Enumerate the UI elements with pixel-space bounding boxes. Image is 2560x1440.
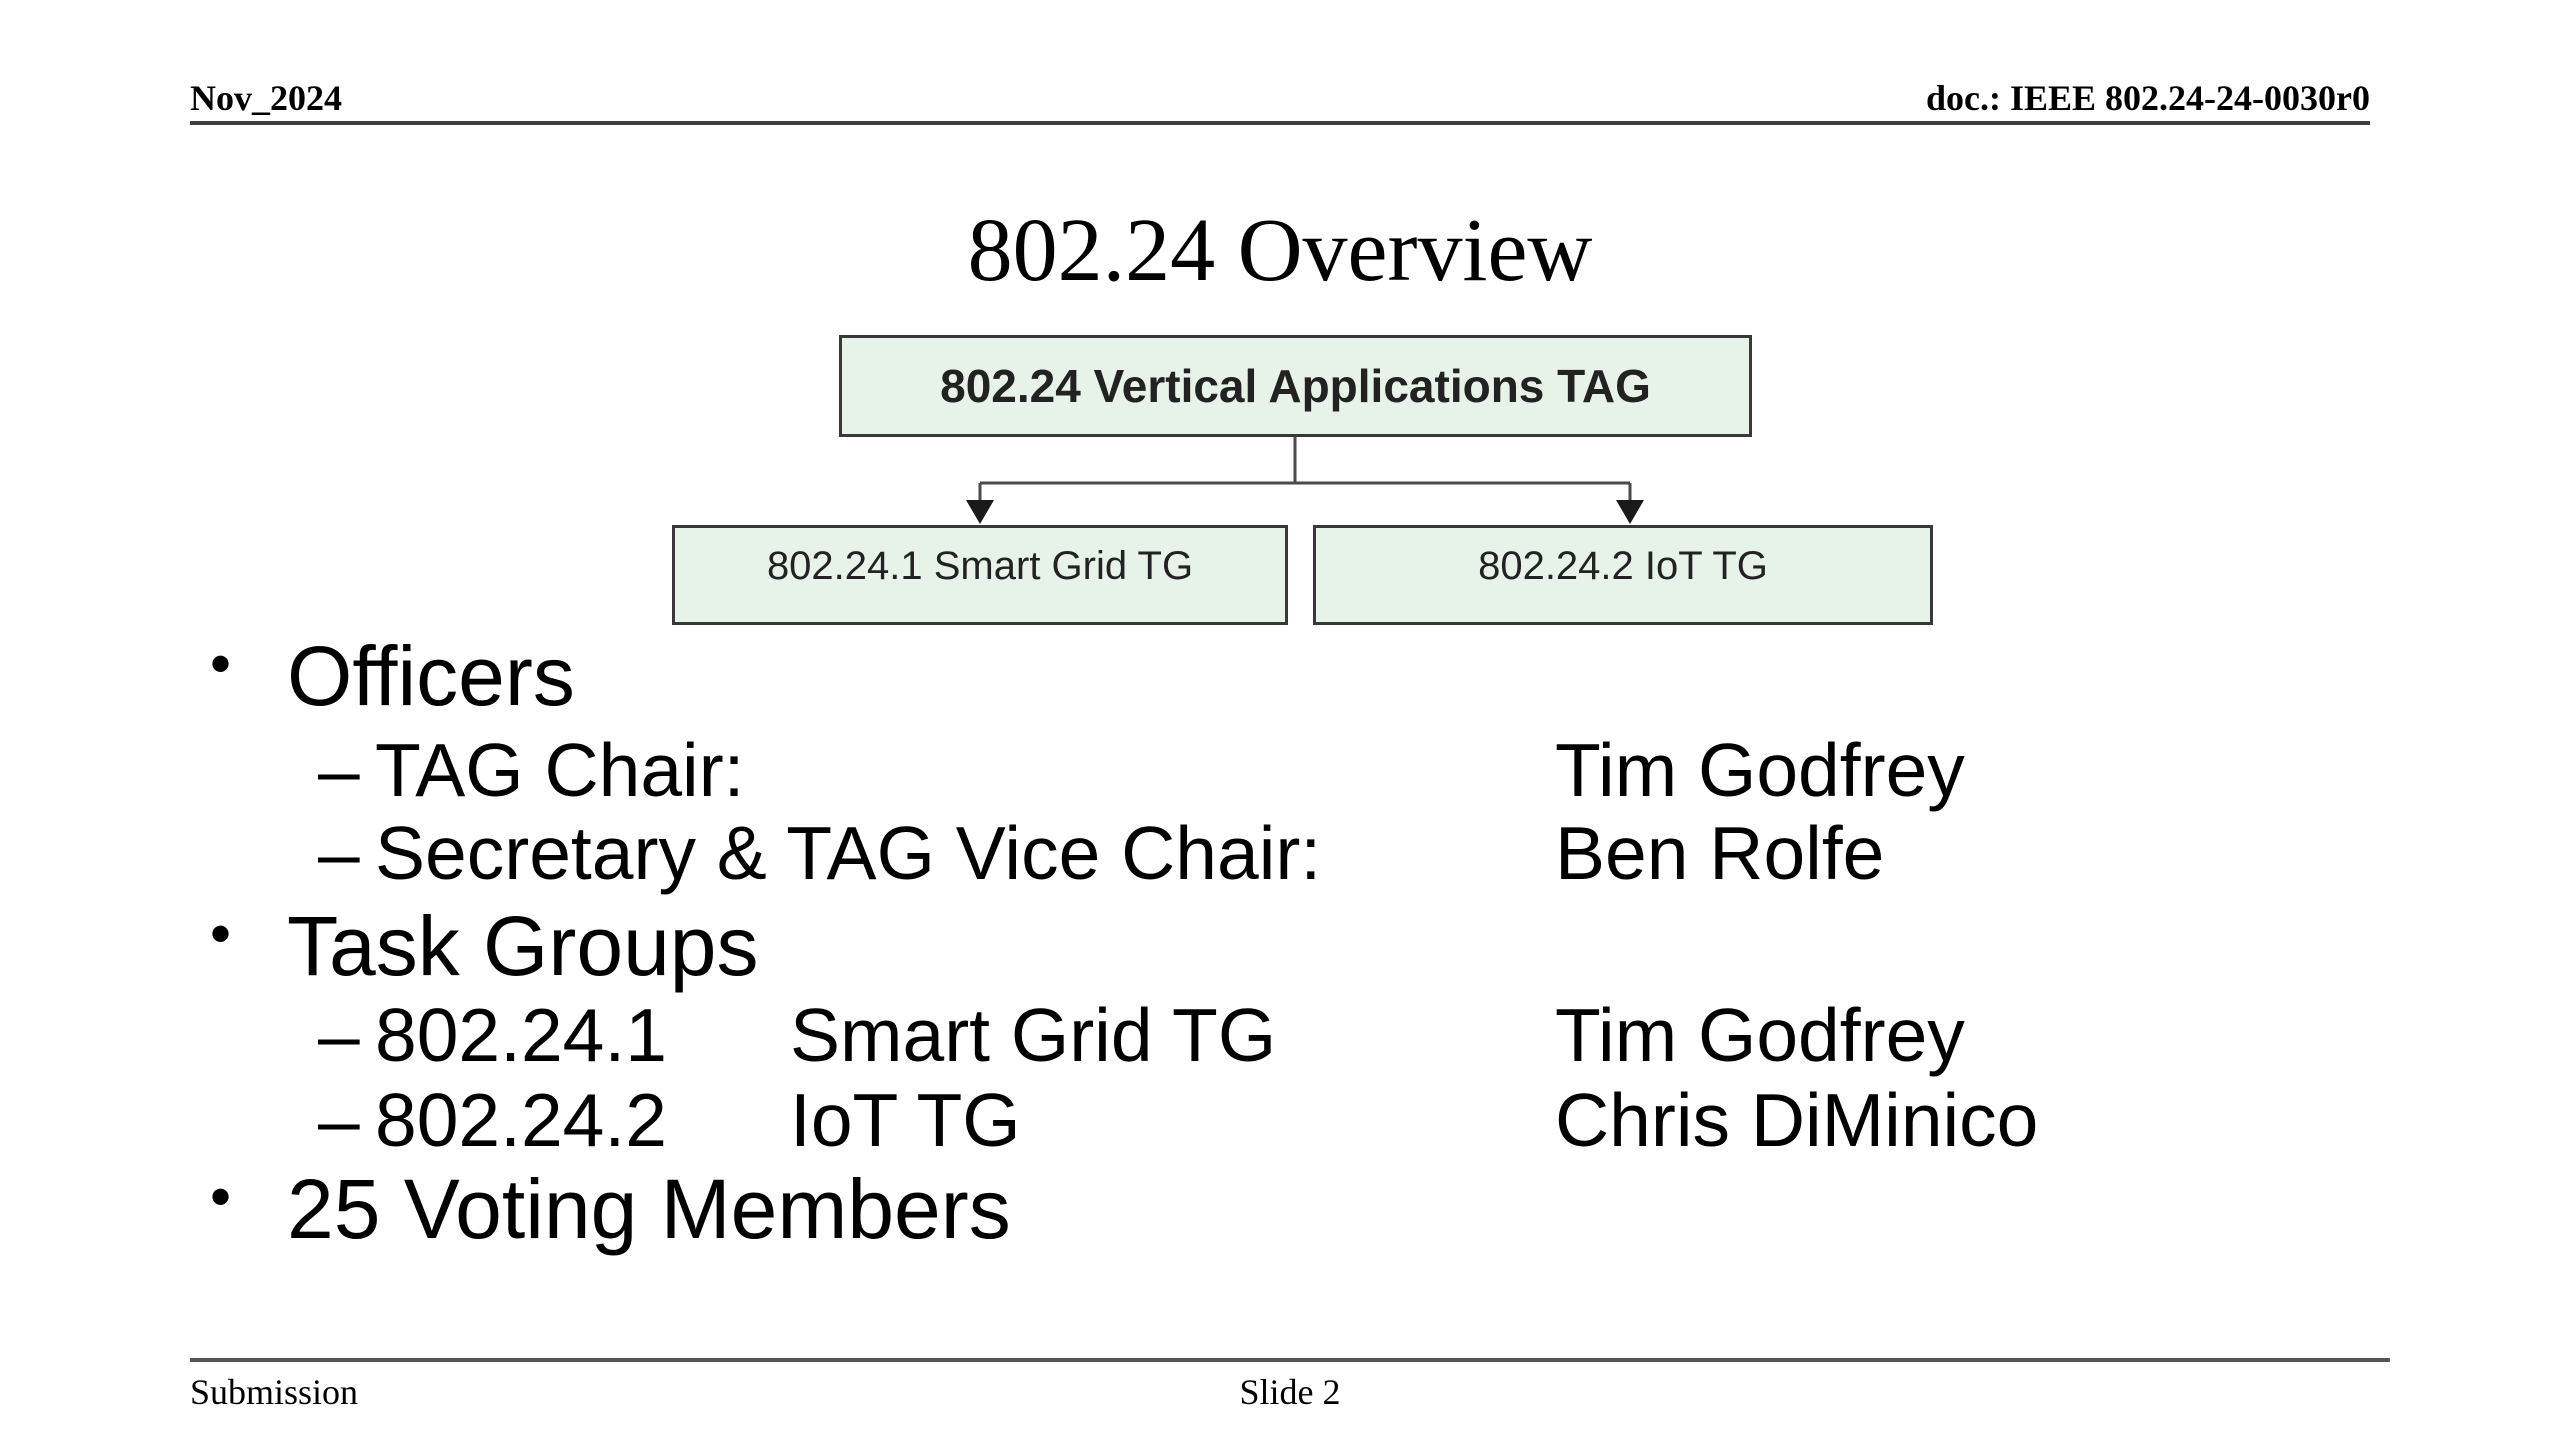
task-group-name: Smart Grid TG <box>790 993 1277 1077</box>
dash-marker: – <box>318 993 360 1077</box>
dash-marker: – <box>318 811 360 895</box>
dash-marker: – <box>318 1078 360 1162</box>
bullet-marker: • <box>210 1163 232 1230</box>
bullet-marker: • <box>210 630 232 697</box>
footer-slide-number: Slide 2 <box>1239 1372 1341 1412</box>
org-box-smart-grid-label: 802.24.1 Smart Grid TG <box>766 543 1194 588</box>
org-box-smart-grid-tg: 802.24.1 Smart Grid TG <box>672 525 1288 625</box>
bullet-label: TAG Chair: <box>375 728 745 812</box>
person-name: Tim Godfrey <box>1555 728 1965 812</box>
dash-marker: – <box>318 728 360 812</box>
person-name: Tim Godfrey <box>1555 993 1965 1077</box>
bullet-label: 25 Voting Members <box>287 1162 1011 1256</box>
slide-footer: Submission Slide 2 <box>190 1358 2390 1422</box>
person-name: Chris DiMinico <box>1555 1078 2039 1162</box>
header-doc-number: doc.: IEEE 802.24-24-0030r0 <box>1926 78 2370 119</box>
task-group-name: IoT TG <box>790 1078 1021 1162</box>
org-box-root-label: 802.24 Vertical Applications TAG <box>940 360 1651 412</box>
slide-title: 802.24 Overview <box>967 201 1593 300</box>
org-box-iot-label: 802.24.2 IoT TG <box>1478 543 1768 588</box>
org-box-iot-tg: 802.24.2 IoT TG <box>1313 525 1933 625</box>
header-date: Nov_2024 <box>190 78 342 119</box>
org-box-root: 802.24 Vertical Applications TAG <box>839 335 1752 437</box>
person-name: Ben Rolfe <box>1555 811 1885 895</box>
bullet-label: Officers <box>287 629 575 723</box>
task-group-number: 802.24.2 <box>375 1078 667 1162</box>
footer-submission: Submission <box>190 1372 359 1412</box>
bullet-marker: • <box>210 900 232 967</box>
bullet-label: Secretary & TAG Vice Chair: <box>375 811 1322 895</box>
task-group-number: 802.24.1 <box>375 993 667 1077</box>
slide-header: Nov_2024 doc.: IEEE 802.24-24-0030r0 <box>190 70 2370 125</box>
bullet-label: Task Groups <box>287 899 759 993</box>
